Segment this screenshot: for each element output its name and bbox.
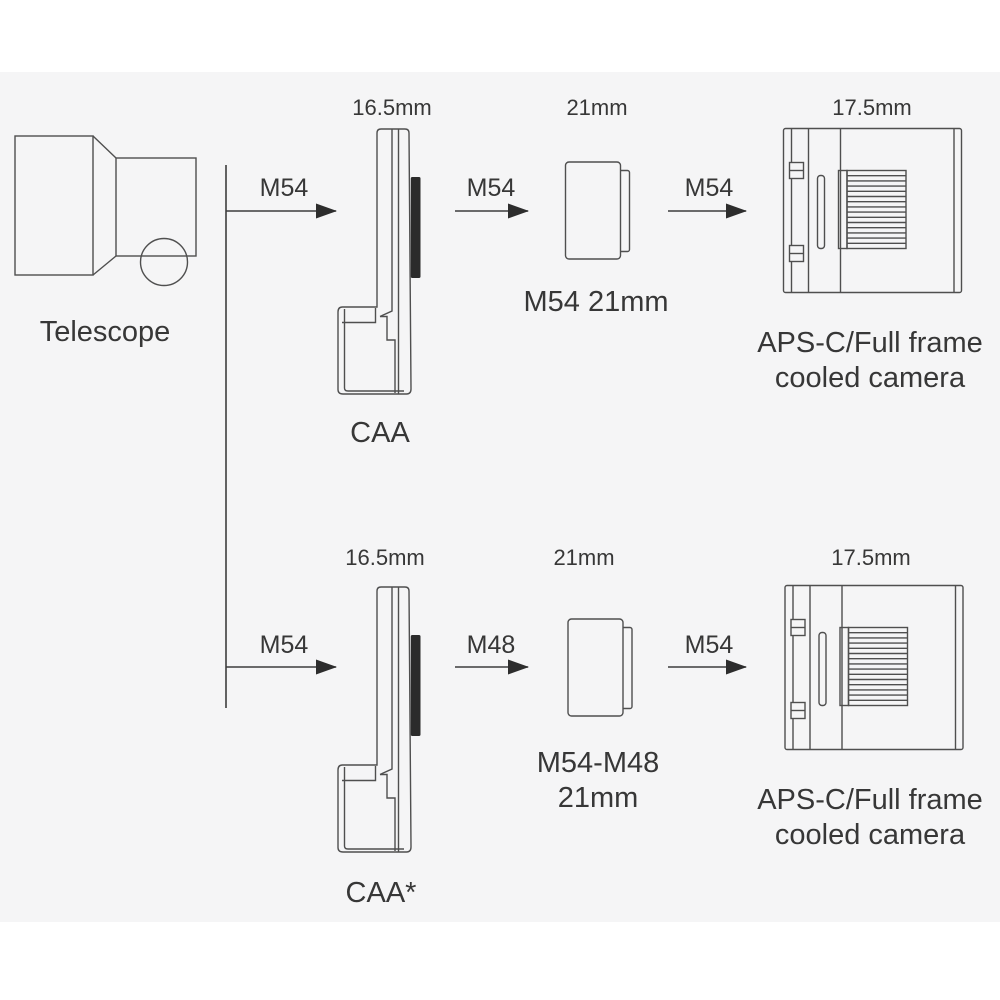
adapter-top-dimension-label: 21mm	[566, 95, 628, 120]
camera-illustration-bottom	[784, 584, 964, 751]
adapter-illustration-top	[564, 161, 631, 260]
camera-bottom-label: APS-C/Full frame cooled camera	[757, 784, 983, 852]
caa-illustration-bottom	[337, 586, 422, 853]
arrow-label-top-3: M54	[684, 174, 734, 202]
camera-top-label: APS-C/Full frame cooled camera	[757, 327, 983, 395]
adapter-top-label: M54 21mm	[523, 286, 669, 318]
arrow-label-bottom-3: M54	[684, 631, 734, 659]
arrow-label-bottom-2: M48	[466, 631, 516, 659]
adapter-illustration-bottom	[567, 618, 633, 717]
caa-bottom-dimension-label: 16.5mm	[345, 545, 425, 570]
arrow-label-top-1: M54	[259, 174, 309, 202]
caa-bottom-label: CAA*	[345, 877, 417, 909]
telescope-label: Telescope	[39, 316, 171, 348]
caa-illustration-top	[337, 128, 422, 395]
camera-bottom-dimension-label: 17.5mm	[831, 545, 911, 570]
camera-illustration-top	[782, 127, 963, 294]
adapter-bottom-dimension-label: 21mm	[553, 545, 615, 570]
arrow-label-top-2: M54	[466, 174, 516, 202]
caa-top-label: CAA	[350, 417, 410, 449]
branch-lines	[225, 165, 747, 708]
caa-top-dimension-label: 16.5mm	[352, 95, 432, 120]
adapter-bottom-label: M54-M48 21mm	[536, 747, 660, 815]
arrow-label-bottom-1: M54	[259, 631, 309, 659]
camera-top-dimension-label: 17.5mm	[832, 95, 912, 120]
telescope-illustration	[14, 135, 197, 287]
